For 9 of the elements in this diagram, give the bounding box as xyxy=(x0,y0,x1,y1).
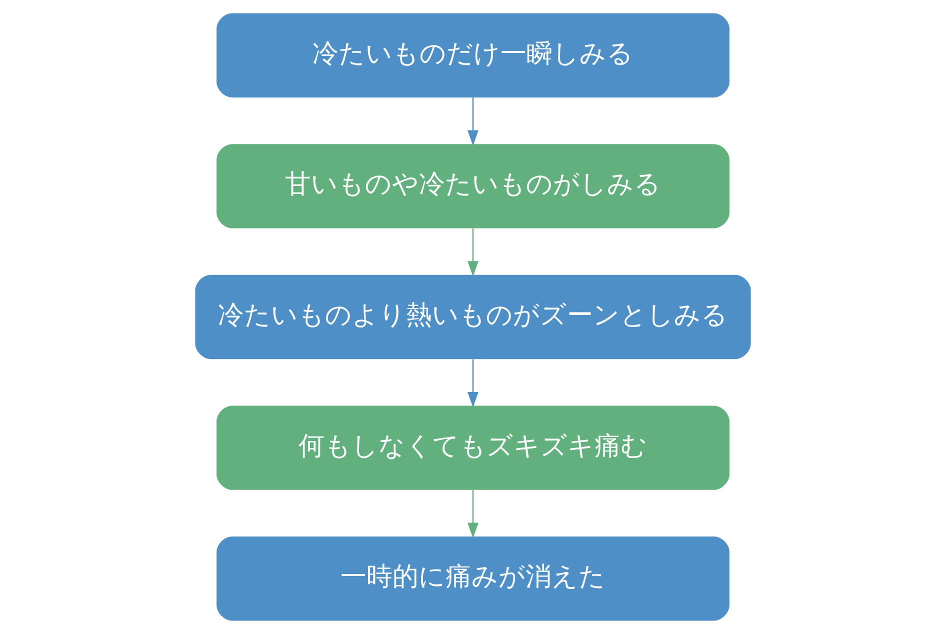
arrow xyxy=(467,98,478,146)
arrow xyxy=(467,228,478,277)
node-box: 冷たいものだけ一瞬しみる xyxy=(216,13,729,98)
node-box: 一時的に痛みが消えた xyxy=(216,536,729,621)
node-box: 冷たいものより熱いものがズーンとしみる xyxy=(194,274,750,360)
node-box: 甘いものや冷たいものがしみる xyxy=(216,144,729,228)
arrow xyxy=(467,359,478,408)
arrow xyxy=(467,490,478,538)
node-box: 何もしなくてもズキズキ痛む xyxy=(216,406,729,490)
